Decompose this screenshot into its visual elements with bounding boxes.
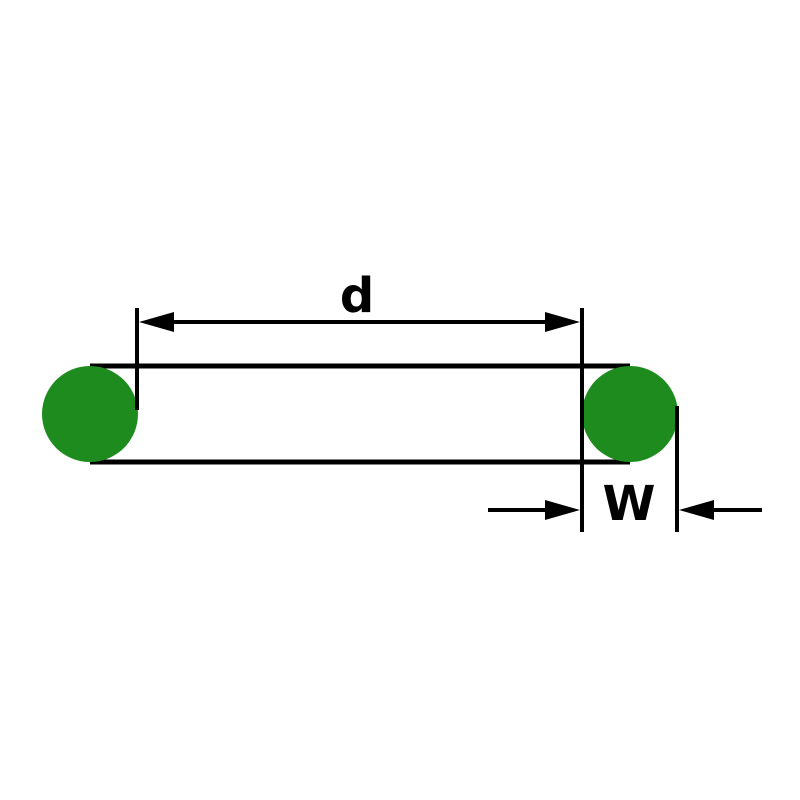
d-arrowhead-left [139, 312, 174, 332]
d-arrowhead-right [545, 312, 580, 332]
inner-diameter-label: d [340, 268, 374, 324]
w-arrowhead-left [545, 500, 580, 520]
dimension-arrowheads [139, 312, 714, 520]
oring-left-cross-section [42, 366, 138, 462]
dimension-lines [135, 308, 762, 532]
oring-right-cross-section [582, 366, 678, 462]
oring-profile [90, 363, 630, 465]
cross-section-width-label: W [603, 476, 656, 532]
w-arrowhead-right [679, 500, 714, 520]
